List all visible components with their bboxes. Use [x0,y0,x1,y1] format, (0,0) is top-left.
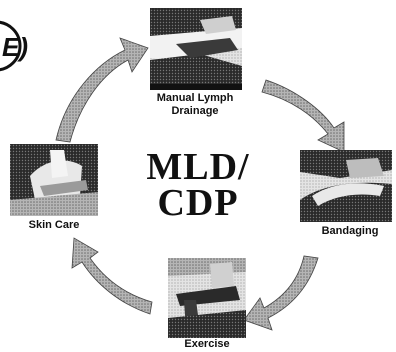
step-label-exercise: Exercise [166,338,248,351]
exercise-photo [168,258,246,338]
corner-fragment-text: E) [2,32,28,62]
arrow-mld-to-bandaging [262,80,344,152]
step-label-manual-lymph-drainage: Manual Lymph Drainage [140,92,250,118]
corner-fragment: E) [0,22,28,70]
step-label-skin-care: Skin Care [6,219,102,232]
center-title-line2: CDP [0,184,396,222]
arrow-exercise-to-skincare [72,238,152,314]
step-label-bandaging: Bandaging [304,225,396,238]
arrow-skin-to-mld [56,38,148,142]
step-label-line: Drainage [140,105,250,118]
center-title-line1: MLD/ [0,148,396,186]
step-label-line: Manual Lymph [140,92,250,105]
massage-photo [150,8,242,90]
arrow-bandaging-to-exercise [244,256,318,330]
